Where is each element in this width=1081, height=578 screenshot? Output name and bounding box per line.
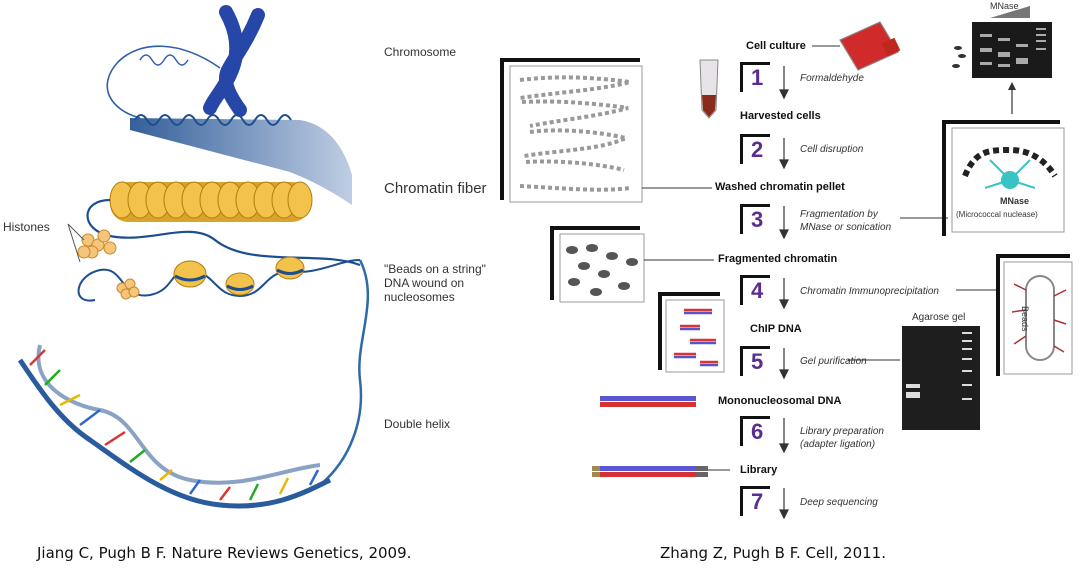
beads-line-1: "Beads on a string" (384, 262, 486, 276)
citation-right: Zhang Z, Pugh B F. Cell, 2011. (660, 544, 886, 562)
histone-cluster (77, 229, 117, 259)
step-2-number: 2 (751, 137, 764, 162)
step-2-desc-line: Cell disruption (800, 144, 864, 155)
step-4-desc: Chromatin Immunoprecipitation (800, 285, 939, 298)
step-4-number-box: 4 (740, 275, 770, 305)
step-4-title: Fragmented chromatin (718, 253, 838, 265)
step-3-desc: Fragmentation by MNase or sonication (800, 208, 891, 234)
chromatin-hierarchy-illustration (17, 5, 370, 509)
step-1-number-box: 1 (740, 62, 770, 92)
step-1-desc-line: Formaldehyde (800, 73, 864, 84)
mnase-panel (942, 120, 1065, 236)
label-chromosome: Chromosome (384, 45, 457, 59)
step-7-number: 7 (751, 489, 764, 514)
beads-line-2: DNA wound on (384, 276, 465, 290)
culture-flask-icon (839, 21, 901, 71)
label-beads-on-string: "Beads on a string" DNA wound on nucleos… (384, 262, 486, 304)
step-5-title: ChIP DNA (750, 323, 802, 335)
step-1-number: 1 (751, 65, 764, 90)
step-5-desc: Gel purification (800, 355, 867, 368)
label-double-helix: Double helix (384, 417, 451, 431)
step-7-title: Library (740, 464, 778, 476)
beads-panel (996, 254, 1073, 376)
mnase-box-name: MNase (1000, 196, 1030, 206)
chromatin-pellet-panel (500, 58, 643, 203)
step-3-desc-line-2: MNase or sonication (800, 222, 892, 233)
mnase-gel-label: MNase (990, 1, 1019, 11)
mnase-box-caption: (Micrococcal nuclease) (956, 210, 1038, 219)
step-7-number-box: 7 (740, 486, 770, 516)
mononucleosomal-dna-bars (600, 396, 696, 407)
double-helix (17, 344, 332, 509)
agarose-gel-image (902, 326, 980, 430)
fragmented-chromatin-panel (550, 226, 645, 303)
mnase-gel-image (952, 6, 1052, 78)
chip-seq-workflow-illustration (500, 6, 1073, 520)
step-6-desc: Library preparation (adapter ligation) (800, 425, 884, 451)
step-3-title: Washed chromatin pellet (715, 181, 845, 193)
chromatin-fiber-solenoid (86, 181, 361, 267)
step-1-desc: Formaldehyde (800, 72, 864, 85)
step-3-desc-line-1: Fragmentation by (800, 209, 878, 220)
step-6-title: Mononucleosomal DNA (718, 395, 842, 407)
agarose-gel-label: Agarose gel (912, 312, 966, 323)
chip-dna-panel (658, 292, 725, 373)
step-7-desc-line: Deep sequencing (800, 497, 878, 508)
step-6-number: 6 (751, 419, 764, 444)
beads-label: Beads (1020, 306, 1030, 332)
chromosome-icon (203, 5, 265, 117)
library-dna-bars (592, 466, 708, 477)
harvest-tube-icon (699, 59, 719, 119)
step-arrows (779, 66, 789, 520)
label-histones: Histones (3, 220, 50, 234)
beads-line-3: nucleosomes (384, 290, 455, 304)
label-chromatin-fiber: Chromatin fiber (384, 180, 487, 197)
step-4-number: 4 (751, 278, 764, 303)
step-6-number-box: 6 (740, 416, 770, 446)
step-3-number-box: 3 (740, 204, 770, 234)
step-7-desc: Deep sequencing (800, 496, 878, 509)
step-6-desc-line-1: Library preparation (800, 426, 884, 437)
step-5-number: 5 (751, 349, 764, 374)
step-4-desc-line: Chromatin Immunoprecipitation (800, 286, 939, 297)
step-3-number: 3 (751, 207, 764, 232)
step-5-number-box: 5 (740, 346, 770, 376)
citation-left: Jiang C, Pugh B F. Nature Reviews Geneti… (37, 544, 412, 562)
step-2-desc: Cell disruption (800, 143, 863, 156)
step-5-desc-line: Gel purification (800, 356, 867, 367)
beads-on-string (77, 256, 361, 302)
step-2-number-box: 2 (740, 134, 770, 164)
step-1-title: Cell culture (746, 40, 806, 52)
step-2-title: Harvested cells (740, 110, 821, 122)
step-6-desc-line-2: (adapter ligation) (800, 439, 876, 450)
coiled-fiber (130, 114, 352, 205)
